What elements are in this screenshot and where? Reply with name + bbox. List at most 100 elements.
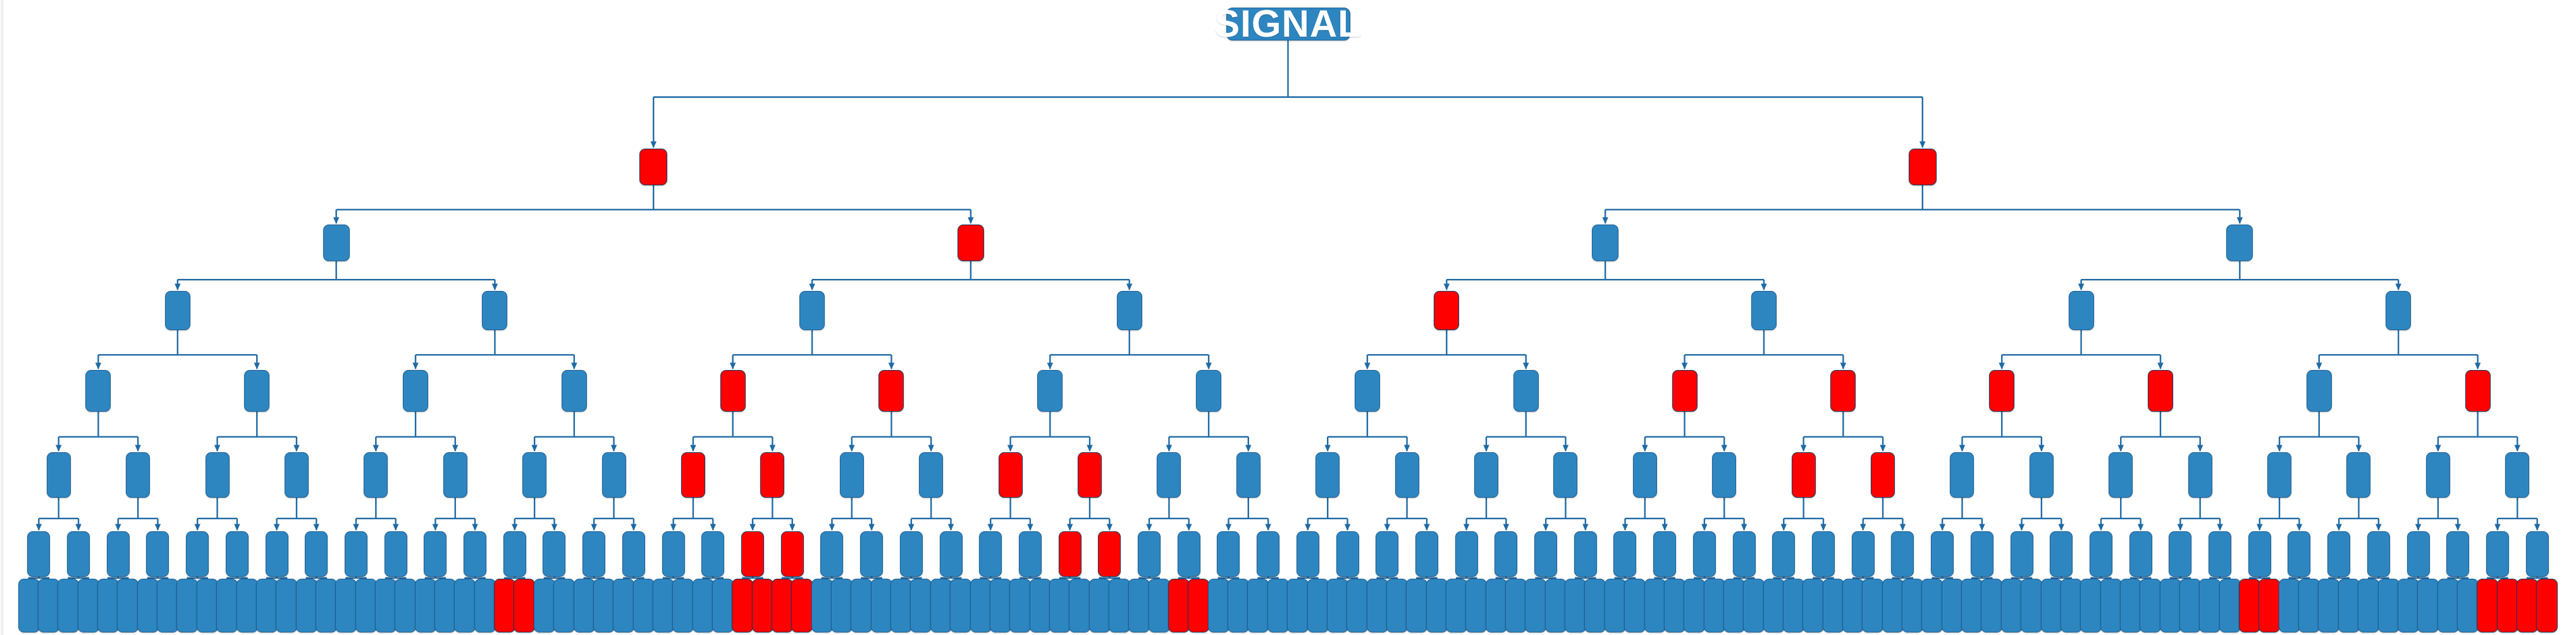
tree-node[interactable]	[1236, 452, 1260, 498]
tree-node[interactable]	[1077, 452, 1102, 498]
tree-node[interactable]	[2000, 579, 2023, 632]
tree-node[interactable]	[77, 579, 99, 632]
tree-node[interactable]	[2477, 579, 2499, 632]
tree-node[interactable]	[2397, 579, 2419, 632]
tree-node[interactable]	[46, 452, 71, 498]
tree-node[interactable]	[117, 579, 139, 632]
tree-node[interactable]	[1485, 579, 1507, 632]
tree-node[interactable]	[1267, 579, 1289, 632]
tree-node[interactable]	[1168, 579, 1190, 632]
tree-node[interactable]	[27, 531, 51, 577]
tree-node[interactable]	[1109, 579, 1130, 632]
tree-node[interactable]	[225, 531, 249, 577]
tree-node[interactable]	[998, 452, 1023, 498]
tree-node[interactable]	[176, 579, 199, 632]
tree-node[interactable]	[1604, 579, 1626, 632]
tree-node[interactable]	[1217, 531, 1240, 577]
tree-node[interactable]	[720, 370, 746, 412]
tree-node[interactable]	[2367, 531, 2390, 577]
tree-node[interactable]	[424, 531, 447, 577]
tree-node[interactable]	[315, 579, 337, 632]
tree-node[interactable]	[1228, 579, 1250, 632]
tree-node[interactable]	[1782, 579, 1804, 632]
tree-node[interactable]	[1257, 531, 1280, 577]
tree-node[interactable]	[1148, 579, 1170, 632]
tree-node[interactable]	[2446, 531, 2470, 577]
tree-node[interactable]	[870, 579, 892, 632]
tree-node[interactable]	[1732, 531, 1756, 577]
tree-node[interactable]	[2021, 579, 2043, 632]
tree-node[interactable]	[1525, 579, 1547, 632]
tree-node[interactable]	[265, 531, 288, 577]
tree-node[interactable]	[1128, 579, 1150, 632]
tree-node[interactable]	[2248, 531, 2271, 577]
tree-node[interactable]	[1406, 579, 1428, 632]
tree-node[interactable]	[2147, 370, 2173, 412]
tree-node[interactable]	[582, 531, 606, 577]
tree-node[interactable]	[1830, 370, 1856, 412]
tree-node[interactable]	[970, 579, 992, 632]
tree-node[interactable]	[1196, 370, 1222, 412]
tree-node[interactable]	[1663, 579, 1685, 632]
tree-node[interactable]	[751, 579, 773, 632]
tree-node[interactable]	[1712, 452, 1737, 498]
tree-node[interactable]	[681, 452, 705, 498]
tree-node[interactable]	[482, 291, 508, 330]
tree-node[interactable]	[930, 579, 952, 632]
tree-node[interactable]	[2516, 579, 2538, 632]
tree-node[interactable]	[662, 531, 685, 577]
tree-node[interactable]	[1316, 452, 1340, 498]
tree-node[interactable]	[839, 452, 864, 498]
tree-node[interactable]	[1296, 531, 1319, 577]
tree-node[interactable]	[2505, 452, 2530, 498]
tree-node[interactable]	[2199, 579, 2221, 632]
tree-node[interactable]	[712, 579, 734, 632]
tree-node[interactable]	[1207, 579, 1229, 632]
tree-node[interactable]	[1098, 531, 1121, 577]
tree-node[interactable]	[1544, 579, 1567, 632]
tree-node[interactable]	[831, 579, 853, 632]
tree-node[interactable]	[2407, 531, 2430, 577]
tree-node[interactable]	[2267, 452, 2292, 498]
tree-node[interactable]	[2259, 579, 2281, 632]
tree-node[interactable]	[196, 579, 218, 632]
tree-node[interactable]	[860, 531, 884, 577]
tree-node[interactable]	[622, 531, 645, 577]
tree-node[interactable]	[1445, 579, 1467, 632]
tree-node[interactable]	[2425, 452, 2450, 498]
tree-node[interactable]	[2100, 579, 2122, 632]
tree-node[interactable]	[1534, 531, 1558, 577]
tree-node[interactable]	[205, 452, 230, 498]
tree-node[interactable]	[2029, 452, 2054, 498]
tree-node[interactable]	[1763, 579, 1785, 632]
tree-node[interactable]	[514, 579, 536, 632]
tree-node[interactable]	[957, 225, 984, 261]
tree-node[interactable]	[1069, 579, 1091, 632]
tree-node[interactable]	[811, 579, 833, 632]
tree-node[interactable]	[2239, 579, 2261, 632]
tree-node[interactable]	[454, 579, 476, 632]
tree-node[interactable]	[533, 579, 555, 632]
tree-node[interactable]	[403, 370, 429, 412]
tree-node[interactable]	[1871, 452, 1895, 498]
tree-node[interactable]	[939, 531, 963, 577]
tree-node[interactable]	[1116, 291, 1142, 330]
tree-node[interactable]	[186, 531, 209, 577]
tree-node[interactable]	[820, 531, 844, 577]
tree-node[interactable]	[1553, 452, 1578, 498]
tree-node[interactable]	[2050, 531, 2073, 577]
tree-node[interactable]	[2068, 291, 2094, 330]
tree-node[interactable]	[760, 452, 785, 498]
tree-node[interactable]	[443, 452, 467, 498]
tree-node[interactable]	[1058, 531, 1082, 577]
tree-node[interactable]	[2179, 579, 2201, 632]
tree-node[interactable]	[2060, 579, 2082, 632]
tree-node[interactable]	[1366, 579, 1388, 632]
tree-node[interactable]	[1474, 452, 1499, 498]
tree-node[interactable]	[652, 579, 674, 632]
tree-node[interactable]	[2346, 452, 2371, 498]
tree-node[interactable]	[146, 531, 169, 577]
tree-node[interactable]	[553, 579, 576, 632]
tree-node[interactable]	[1851, 531, 1875, 577]
tree-node[interactable]	[335, 579, 357, 632]
